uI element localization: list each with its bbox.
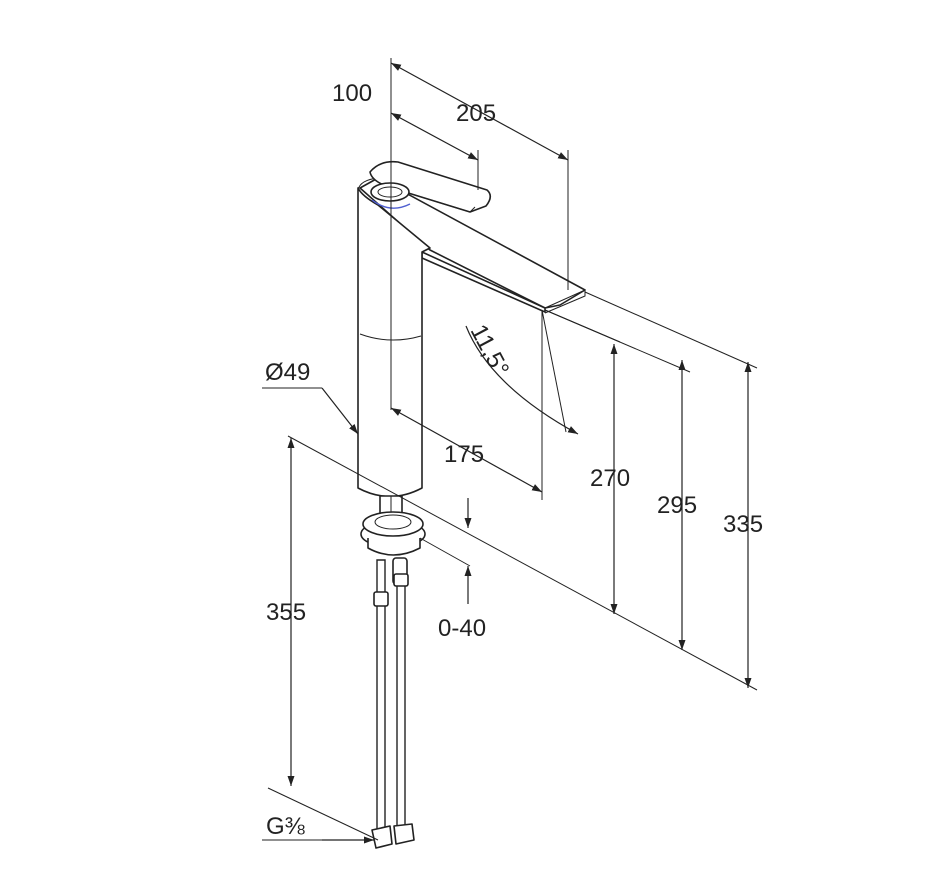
lever-handle xyxy=(369,160,492,213)
dim-diameter-label: Ø49 xyxy=(265,359,310,386)
dimension-lines xyxy=(262,58,758,844)
dim-angle-label: 11,5° xyxy=(465,320,514,381)
dim-205-label: 205 xyxy=(456,100,496,127)
dim-100-label: 100 xyxy=(332,80,372,107)
mounting-assembly xyxy=(360,495,426,849)
dim-355-label: 355 xyxy=(266,599,306,626)
dim-335-label: 335 xyxy=(723,511,763,538)
dim-175-label: 175 xyxy=(444,441,484,468)
dim-adjust-label: 0-40 xyxy=(438,615,486,642)
dim-thread-label: G⅜ xyxy=(266,813,306,840)
dim-295-label: 295 xyxy=(657,492,697,519)
dim-270-label: 270 xyxy=(590,465,630,492)
